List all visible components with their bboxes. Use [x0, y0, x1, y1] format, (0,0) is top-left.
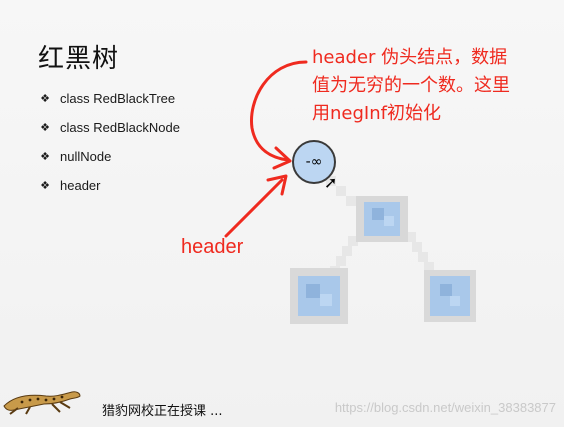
list-item: ❖ class RedBlackNode [38, 113, 180, 142]
list-item: ❖ header [38, 171, 180, 200]
mosaic-node-right-child [356, 196, 408, 242]
cheetah-icon [3, 391, 81, 415]
bullet-text: header [60, 178, 101, 193]
note-line: 值为无穷的一个数。这里 [312, 75, 510, 96]
footer-caption: 猎豹网校正在授课 ... [102, 404, 223, 419]
mosaic-edges [326, 176, 434, 276]
mosaic-node-left-grandchild [290, 268, 348, 324]
note-line: 用negInf初始化 [312, 103, 441, 124]
diamond-bullet-icon: ❖ [40, 93, 50, 105]
diamond-bullet-icon: ❖ [40, 122, 50, 134]
watermark: https://blog.csdn.net/weixin_38383877 [334, 400, 556, 415]
diamond-bullet-icon: ❖ [40, 151, 50, 163]
bullet-text: class RedBlackNode [60, 120, 180, 135]
slide-title: 红黑树 [38, 44, 120, 74]
header-node-label: -∞ [305, 154, 323, 170]
footer: 猎豹网校正在授课 ... https://blog.csdn.net/weixi… [0, 380, 564, 427]
note-line: header 伪头结点，数据 [312, 47, 508, 68]
list-item: ❖ nullNode [38, 142, 180, 171]
diamond-bullet-icon: ❖ [40, 180, 50, 192]
annotation-note: header 伪头结点，数据 值为无穷的一个数。这里 用negInf初始化 [312, 44, 562, 128]
bullet-text: class RedBlackTree [60, 91, 176, 106]
mosaic-node-right-grandchild [424, 270, 476, 322]
list-item: ❖ class RedBlackTree [38, 84, 180, 113]
mouse-cursor-icon: ➚ [324, 173, 338, 192]
bullet-text: nullNode [60, 149, 112, 164]
bullet-list: ❖ class RedBlackTree ❖ class RedBlackNod… [38, 84, 180, 200]
header-pointer-label: header [181, 236, 244, 258]
